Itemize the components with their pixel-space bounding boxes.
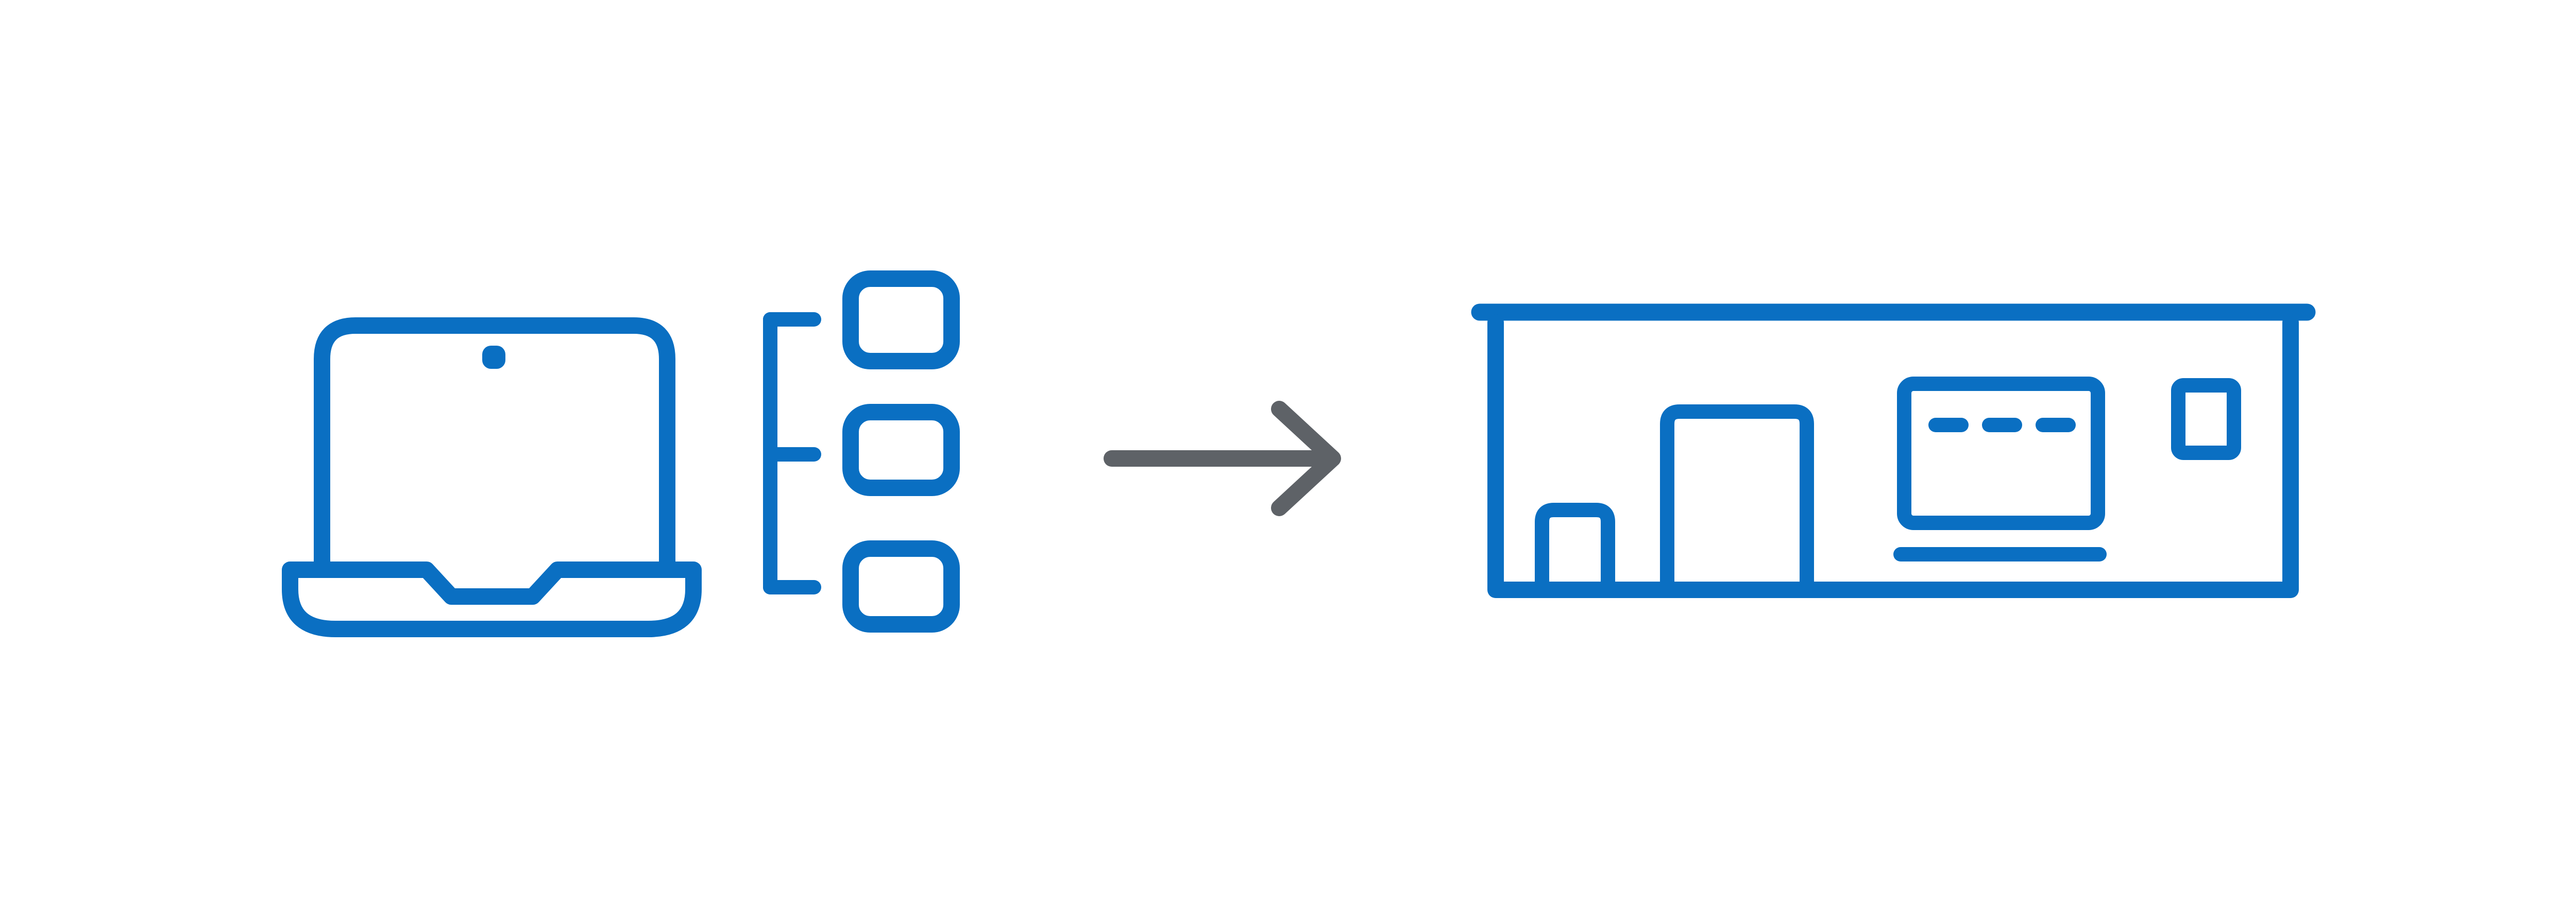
laptop-camera-dot [482, 346, 505, 369]
laptop-screen [314, 317, 675, 572]
facility-building-icon [1471, 303, 2316, 598]
building-crate [1535, 503, 1615, 597]
building-side-window [2171, 378, 2241, 460]
arrow-head [1271, 401, 1341, 516]
arrow-right-icon [1104, 401, 1341, 516]
building-window-panel [1897, 377, 2105, 530]
building-door [1660, 404, 1814, 597]
building-walls-and-floor [1487, 314, 2299, 598]
laptop-base [282, 561, 702, 637]
tree-node-bottom [842, 540, 960, 633]
tree-node-middle [842, 404, 960, 496]
hierarchy-tree-icon [763, 270, 960, 633]
laptop-icon [282, 317, 702, 637]
tree-node-top [842, 270, 960, 369]
